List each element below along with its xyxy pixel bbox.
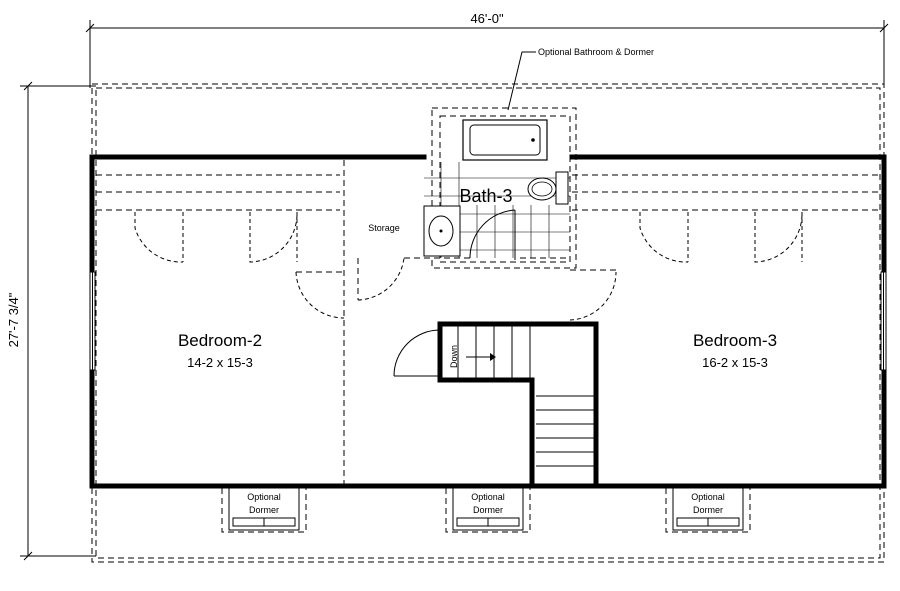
toilet — [527, 171, 569, 205]
stairs-down-label: Down — [449, 345, 459, 368]
dormer-3: Optional Dormer — [665, 487, 751, 533]
dormer-2-label-line1: Optional — [471, 492, 505, 502]
dormer-2: Optional Dormer — [445, 487, 531, 533]
stair-door — [393, 329, 441, 377]
depth-dimension-label: 27'-7 3/4" — [6, 292, 21, 347]
optional-bath-callout-label: Optional Bathroom & Dormer — [538, 47, 654, 57]
exterior-walls — [89, 154, 887, 489]
storage-label: Storage — [368, 223, 400, 233]
bedroom-2-size: 14-2 x 15-3 — [187, 355, 253, 370]
closet-doors-right — [639, 212, 803, 263]
dormer-3-label-line2: Dormer — [693, 505, 723, 515]
bedroom-3-size: 16-2 x 15-3 — [702, 355, 768, 370]
knee-walls — [96, 174, 880, 211]
window-left — [89, 271, 96, 371]
closet-doors-left — [134, 212, 298, 263]
dormer-2-label-line2: Dormer — [473, 505, 503, 515]
stairs: Down — [437, 321, 599, 487]
width-dimension-label: 46'-0" — [470, 11, 504, 26]
bath-3-name: Bath-3 — [459, 186, 512, 206]
width-dimension: 46'-0" — [85, 11, 889, 88]
bath-door — [469, 209, 516, 260]
bathtub — [462, 119, 548, 161]
optional-bath-callout: Optional Bathroom & Dormer — [507, 47, 654, 111]
window-right — [880, 271, 887, 371]
depth-dimension: 27'-7 3/4" — [6, 81, 96, 561]
sink — [423, 205, 461, 257]
dormer-1: Optional Dormer — [221, 487, 307, 533]
dormer-3-label-line1: Optional — [691, 492, 725, 502]
dormer-1-label-line2: Dormer — [249, 505, 279, 515]
optional-bath-dormer — [431, 107, 577, 269]
bedroom-2-name: Bedroom-2 — [178, 331, 262, 350]
dormer-1-label-line1: Optional — [247, 492, 281, 502]
bedroom-3-name: Bedroom-3 — [693, 331, 777, 350]
